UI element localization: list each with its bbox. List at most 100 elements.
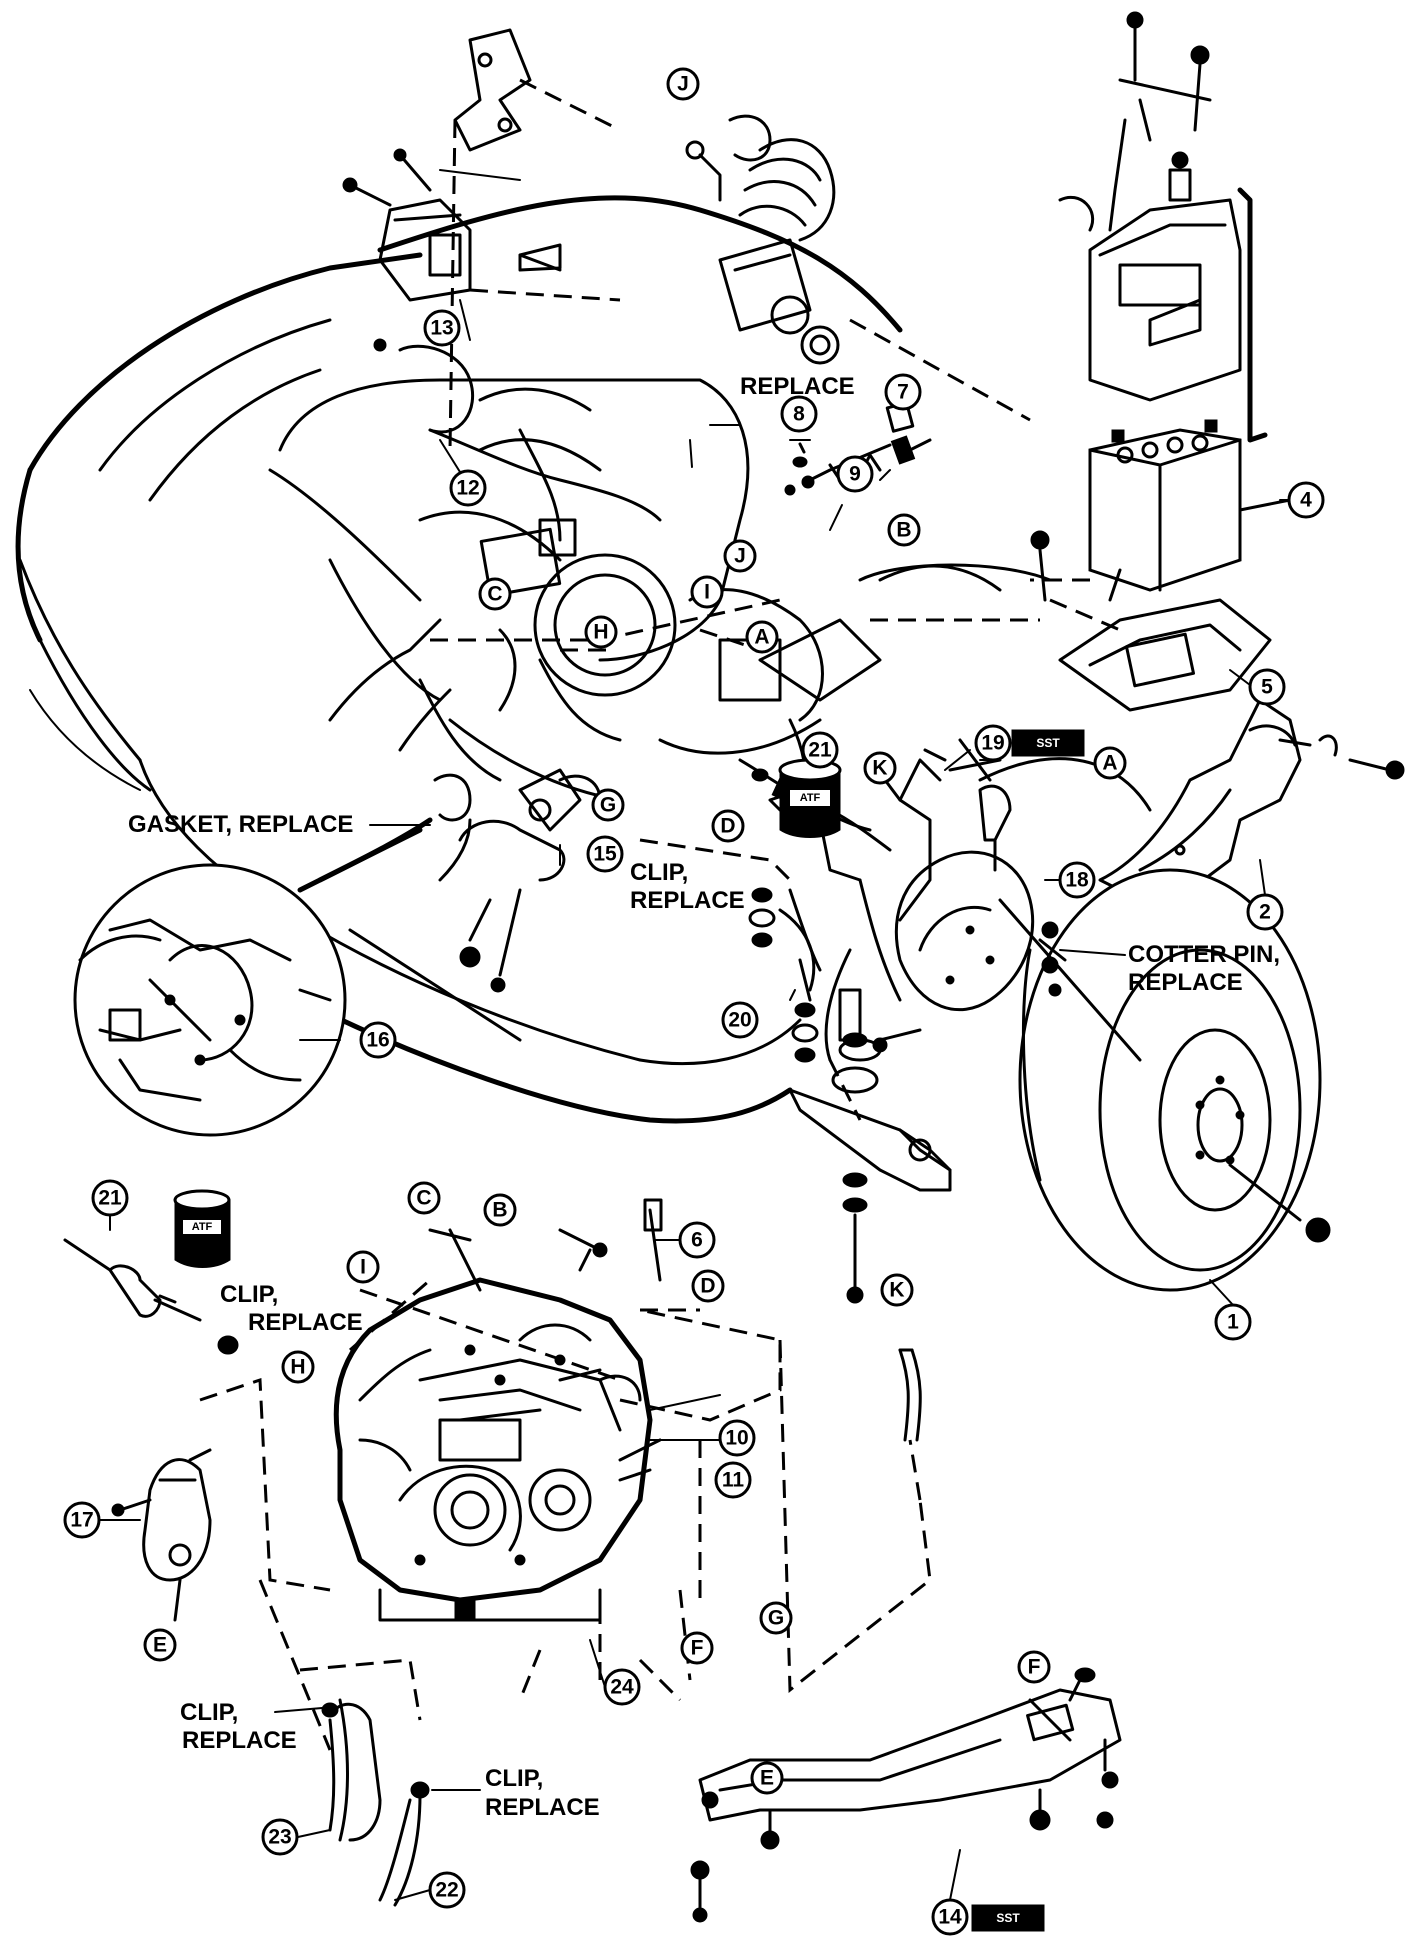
callout-E-2-text: E — [760, 1767, 774, 1790]
callout-F-1: F — [680, 1631, 714, 1665]
callout-B-1-text: B — [896, 519, 911, 542]
callout-F-1-text: F — [691, 1637, 704, 1660]
part-15-pipe-and-gasket — [297, 618, 602, 993]
sst-badge-14: SST — [971, 1904, 1045, 1932]
callout-K-2: K — [880, 1273, 914, 1307]
callout-D-1: D — [711, 809, 745, 843]
callout-13: 13 — [423, 309, 461, 347]
callout-22: 22 — [428, 1871, 466, 1909]
callout-6: 6 — [678, 1221, 716, 1259]
part-5-battery-tray — [1030, 530, 1272, 712]
callout-17-text: 17 — [70, 1509, 93, 1532]
callout-K-2-text: K — [889, 1279, 904, 1302]
callout-21-lower: 21 — [91, 1179, 129, 1217]
callout-G-1: G — [591, 788, 625, 822]
transaxle-assembly — [333, 1198, 663, 1622]
callout-21-lower-text: 21 — [98, 1187, 122, 1210]
callout-E-1-text: E — [153, 1634, 167, 1657]
callout-I-2: I — [346, 1250, 380, 1284]
part-1-wheel-tire — [1018, 868, 1331, 1292]
callout-8: 8 — [780, 395, 818, 433]
callout-C-1-text: C — [487, 583, 502, 606]
part-4-battery — [1088, 419, 1292, 592]
callout-H-2: H — [281, 1350, 315, 1384]
atf-label-upper: ATF — [800, 792, 821, 804]
atf-label-lower: ATF — [192, 1221, 213, 1233]
callout-markers: 1 2 4 5 6 7 8 9 10 11 12 13 14 15 16 17 … — [63, 67, 1325, 1936]
callout-A-2: A — [1093, 746, 1127, 780]
callout-10-text: 10 — [725, 1427, 748, 1450]
part-12-harness — [373, 338, 662, 557]
callout-8-text: 8 — [793, 403, 805, 426]
callout-E-1: E — [143, 1628, 177, 1662]
callout-24: 24 — [603, 1668, 641, 1706]
callout-24-text: 24 — [610, 1676, 634, 1699]
callout-I-2-text: I — [360, 1256, 366, 1279]
callout-A-1-text: A — [754, 626, 769, 649]
callout-10: 10 — [718, 1419, 756, 1457]
atf-container-lower — [173, 1189, 231, 1268]
callout-2: 2 — [1246, 893, 1284, 931]
part-3-air-intake-hose — [685, 114, 1031, 422]
label-cotter-pin-a: COTTER PIN, — [1128, 941, 1280, 968]
callout-9-text: 9 — [849, 463, 861, 486]
callout-18-text: 18 — [1065, 869, 1089, 892]
callout-23: 23 — [261, 1818, 299, 1856]
sst-badge-19: SST — [1011, 729, 1085, 757]
callout-G-2: G — [759, 1601, 793, 1635]
callout-B-1: B — [887, 513, 921, 547]
callout-21-upper-text: 21 — [808, 739, 832, 762]
label-clip-replace-4a: CLIP, — [485, 1765, 543, 1792]
callout-I-1: I — [690, 575, 724, 609]
label-clip-replace-3b: REPLACE — [182, 1727, 297, 1754]
callout-4: 4 — [1287, 481, 1325, 519]
callout-C-2-text: C — [416, 1187, 431, 1210]
callout-5: 5 — [1248, 668, 1286, 706]
callout-5-text: 5 — [1261, 676, 1273, 699]
label-replace: REPLACE — [740, 373, 855, 400]
callout-J-1: J — [666, 67, 700, 101]
callout-A-1: A — [745, 620, 779, 654]
callout-D-1-text: D — [720, 815, 735, 838]
callout-9: 9 — [836, 455, 874, 493]
callout-14-text: 14 — [938, 1906, 962, 1929]
label-clip-replace-3a: CLIP, — [180, 1699, 238, 1726]
label-clip-replace-1a: CLIP, — [630, 859, 688, 886]
callout-J-2: J — [723, 539, 757, 573]
label-clip-replace-2a: CLIP, — [220, 1281, 278, 1308]
callout-E-2: E — [750, 1761, 784, 1795]
callout-23-text: 23 — [268, 1826, 291, 1849]
label-clip-replace-1b: REPLACE — [630, 887, 745, 914]
callout-20: 20 — [721, 1001, 759, 1039]
callout-6-text: 6 — [691, 1229, 703, 1252]
part-21-lower-gear — [63, 1238, 239, 1355]
callout-7-text: 7 — [897, 381, 909, 404]
callout-15: 15 — [586, 835, 624, 873]
engine-assembly — [268, 378, 1002, 802]
label-gasket-replace: GASKET, REPLACE — [128, 811, 353, 838]
callout-15-text: 15 — [593, 843, 617, 866]
callout-1-text: 1 — [1227, 1311, 1239, 1334]
part-13-bracket-and-mount — [342, 28, 621, 451]
callout-18: 18 — [1058, 861, 1096, 899]
callout-B-2-text: B — [492, 1199, 507, 1222]
callout-21-upper: 21 — [801, 731, 839, 769]
callout-1: 1 — [1214, 1303, 1252, 1341]
part-14-crossmember — [690, 1667, 1122, 1923]
callout-22-text: 22 — [435, 1879, 458, 1902]
callout-14: 14 — [931, 1898, 969, 1936]
callout-J-2-text: J — [734, 545, 746, 568]
sst-badge-19-text: SST — [1036, 736, 1060, 750]
callout-20-text: 20 — [728, 1009, 751, 1032]
callout-G-2-text: G — [768, 1607, 784, 1630]
callout-F-2: F — [1017, 1650, 1051, 1684]
callout-19: 19 — [974, 724, 1012, 762]
callout-11-text: 11 — [722, 1469, 745, 1492]
callout-16: 16 — [359, 1021, 397, 1059]
callout-K-1-text: K — [872, 757, 887, 780]
callout-H-1-text: H — [593, 621, 608, 644]
callout-J-1-text: J — [677, 73, 689, 96]
callout-F-2-text: F — [1028, 1656, 1041, 1679]
